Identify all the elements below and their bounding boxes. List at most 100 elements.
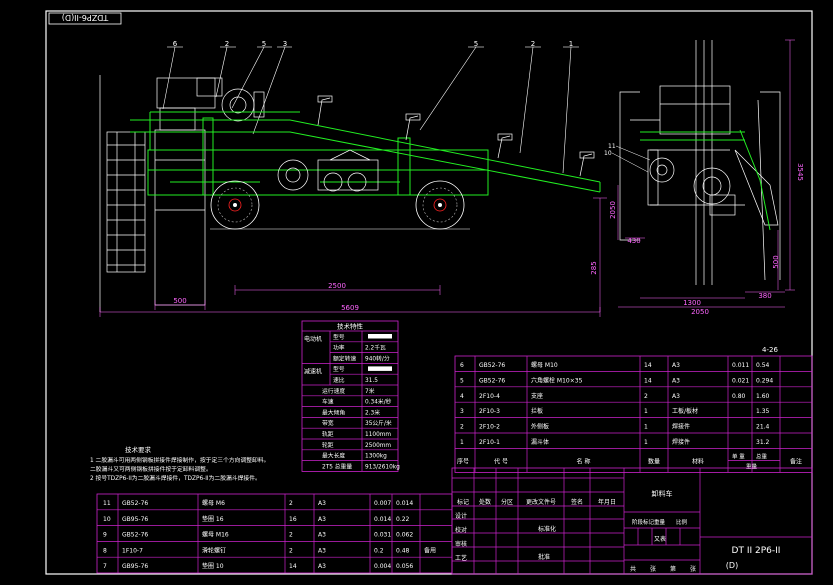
tech-value-4: 31.5: [365, 378, 378, 384]
parts-upper-h-qty: 数量: [648, 457, 660, 465]
header-code: TDZP6-II(D): [62, 13, 109, 22]
parts-lower-qty-2: 2: [289, 532, 293, 539]
tech-label-6: 车速: [322, 398, 334, 406]
stage-header-1: 重量: [654, 518, 666, 526]
parts-upper-no-5: 1: [460, 439, 464, 446]
parts-upper-no-4: 2: [460, 424, 464, 431]
parts-upper-w1-2: 0.80: [732, 393, 746, 400]
parts-lower-name-2: 螺母 M16: [202, 531, 229, 539]
role-1: 校对: [455, 526, 467, 534]
tech-value-8: 35公斤/米: [365, 419, 392, 427]
drawing-sub: (D): [726, 561, 738, 570]
tech-label-0: 型号: [333, 333, 345, 341]
tech-value-10: 2500mm: [365, 443, 391, 449]
title-block-border: [451, 467, 813, 575]
drive-unit: [277, 149, 379, 192]
parts-upper-code-0: GB52-76: [479, 362, 505, 369]
callout-leaders: [162, 46, 579, 174]
parts-lower-code-1: GB95-76: [122, 516, 148, 523]
tech-requirements: 技术要求 1 二胶漏斗可用两侧钢板拼接件焊接制作，按于定三个方向调整卸料。 二胶…: [90, 445, 269, 482]
sheet-2: 第: [670, 565, 676, 573]
parts-lower-mat-3: A3: [318, 547, 326, 554]
callout-7: 1: [569, 40, 573, 48]
parts-upper-mat-4: 焊接件: [672, 423, 690, 431]
parts-upper-h-weight: 重量: [746, 462, 758, 470]
right-role-0: 标准化: [538, 525, 556, 533]
main-frame: [130, 111, 601, 196]
parts-lower-code-2: GB52-76: [122, 532, 148, 539]
callout-3: 5: [262, 40, 266, 48]
callout-labels: 6 2 5 3 5 2 1: [173, 40, 573, 48]
parts-upper-mat-1: A3: [672, 377, 680, 384]
parts-lower-no-3: 8: [103, 547, 107, 554]
dim-1870: 2050: [609, 201, 617, 219]
rev-header-2: 分区: [501, 498, 513, 506]
parts-upper-w2-2: 1.60: [756, 393, 770, 400]
parts-lower-mat-4: A3: [318, 563, 326, 570]
parts-upper-h-code: 代 号: [494, 457, 508, 465]
hopper: [156, 77, 265, 131]
side-dimension-lines: [617, 39, 795, 308]
parts-lower-qty-1: 16: [289, 516, 297, 523]
parts-lower-code-3: 1F10-7: [122, 547, 143, 554]
tech-label-7: 最大倾角: [322, 408, 345, 416]
parts-upper-qty-4: 1: [644, 424, 648, 431]
parts-lower-w1-2: 0.031: [374, 532, 391, 539]
parts-lower-w2-4: 0.056: [396, 563, 413, 570]
parts-lower-name-3: 滑轮螺钉: [202, 546, 226, 554]
side-view: 1300 2050 380 3545 500 2050 430 11 10: [604, 39, 804, 316]
conveyor-guards: [317, 95, 595, 177]
parts-upper-code-1: GB52-76: [479, 377, 505, 384]
tech-req-line-1: 1 二胶漏斗可用两侧钢板拼接件焊接制作，按于定三个方向调整卸料。: [90, 456, 269, 464]
parts-lower-code-4: GB95-76: [122, 563, 148, 570]
parts-upper-w1-0: 0.011: [732, 362, 749, 369]
parts-lower-no-1: 10: [103, 516, 111, 523]
parts-upper-code-5: 2F10-1: [479, 439, 500, 446]
dim-430: 430: [627, 237, 640, 245]
part-title: 卸料车: [652, 489, 673, 498]
parts-upper-h-w2: 总重: [756, 452, 768, 460]
parts-lower-w2-2: 0.062: [396, 532, 413, 539]
dim-2500: 2500: [328, 282, 346, 290]
parts-lower-w1-0: 0.007: [374, 500, 391, 507]
parts-upper-code-3: 2F10-3: [479, 408, 500, 415]
parts-upper-name-2: 支座: [531, 392, 543, 400]
dim-2050: 2050: [691, 308, 709, 316]
parts-upper-qty-1: 14: [644, 377, 652, 384]
parts-upper-w1-1: 0.021: [732, 377, 749, 384]
tech-label-3: 型号: [333, 365, 345, 373]
callout-6: 2: [531, 40, 535, 48]
parts-lower-note-3: 备用: [424, 546, 436, 554]
dim-5609: 5609: [341, 304, 359, 312]
parts-upper-w2-3: 1.35: [756, 408, 770, 415]
parts-upper-h-no: 序号: [457, 457, 469, 465]
role-0: 设计: [455, 512, 467, 520]
parts-upper-name-3: 拦板: [531, 407, 543, 415]
tech-value-11: 1300kg: [365, 454, 387, 460]
tech-value-12: 913/2610kg: [365, 464, 400, 470]
dim-3545: 3545: [796, 163, 804, 181]
parts-upper-mat-2: A3: [672, 393, 680, 400]
parts-lower-code-0: GB52-76: [122, 500, 148, 507]
side-dimension-texts: 1300 2050 380 3545 500 2050 430: [609, 163, 804, 316]
front-view: 6 2 5 3 5 2 1: [99, 40, 607, 317]
tech-value-7: 2.3米: [365, 408, 380, 416]
parts-lower-w1-4: 0.004: [374, 563, 391, 570]
stage-header-0: 阶段标记: [632, 518, 655, 526]
parts-lower-qty-0: 2: [289, 500, 293, 507]
tech-value-2: 940转/分: [365, 354, 390, 362]
callout-1: 6: [173, 40, 178, 48]
side-callout-11: 11: [608, 143, 616, 150]
parts-upper-no-2: 4: [460, 393, 464, 400]
parts-lower-w1-1: 0.014: [374, 516, 391, 523]
parts-upper-w2-0: 0.54: [756, 362, 770, 369]
dim-285: 285: [590, 261, 598, 274]
tech-req-title: 技术要求: [125, 445, 152, 454]
parts-lower-mat-1: A3: [318, 516, 326, 523]
front-dimension-texts: 500 2500 5609 285: [173, 261, 598, 312]
tech-label-1: 功率: [333, 344, 345, 352]
